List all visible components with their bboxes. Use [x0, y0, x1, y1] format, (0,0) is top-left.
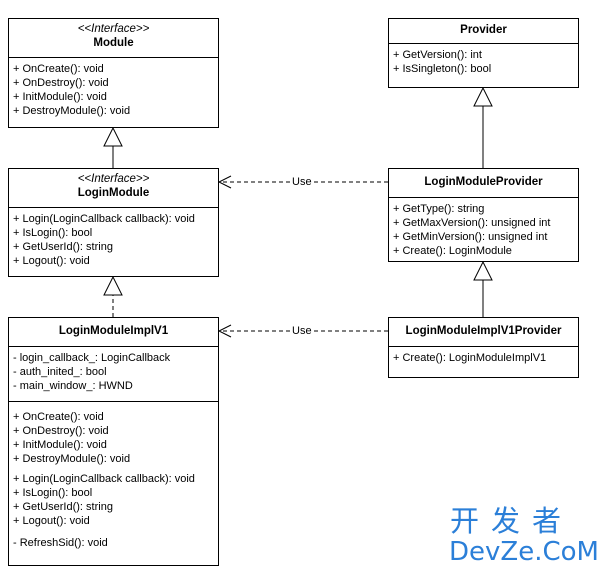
method-row: + DestroyModule(): void: [13, 453, 131, 465]
field-row: - login_callback_: LoginCallback: [13, 352, 171, 364]
member-section: + GetVersion(): int + IsSingleton(): boo…: [389, 43, 578, 79]
class-name: LoginModuleImplV1Provider: [405, 325, 562, 337]
method-row: + Login(LoginCallback callback): void: [13, 473, 195, 485]
class-header: <<Interface>> LoginModule: [9, 169, 218, 207]
method-row: + GetUserId(): string: [13, 501, 113, 513]
member-row: + Logout(): void: [13, 255, 90, 267]
member-row: + Create(): LoginModule: [393, 245, 512, 257]
member-row: + InitModule(): void: [13, 91, 107, 103]
class-module[interactable]: <<Interface>> Module + OnCreate(): void …: [8, 18, 219, 128]
edge-label-use-top: Use: [290, 176, 314, 189]
class-name: Module: [93, 37, 134, 49]
arrow-head-use-top: [217, 175, 232, 189]
class-name: LoginModuleImplV1: [58, 325, 169, 337]
member-row: + OnDestroy(): void: [13, 77, 109, 89]
stereotype-label: <<Interface>>: [77, 23, 150, 35]
member-row: + GetType(): string: [393, 203, 485, 215]
arrow-head-use-bottom: [217, 324, 232, 338]
class-header: Provider: [389, 19, 578, 43]
member-row: + GetUserId(): string: [13, 241, 113, 253]
member-section: + OnCreate(): void + OnDestroy(): void +…: [9, 57, 218, 121]
edge-label-use-bottom: Use: [290, 325, 314, 338]
member-section: + GetType(): string + GetMaxVersion(): u…: [389, 197, 578, 261]
class-name: Provider: [460, 24, 507, 36]
class-provider[interactable]: Provider + GetVersion(): int + IsSinglet…: [388, 18, 579, 88]
class-header: <<Interface>> Module: [9, 19, 218, 57]
member-row: + OnCreate(): void: [13, 63, 104, 75]
field-section: - login_callback_: LoginCallback - auth_…: [9, 346, 218, 401]
field-row: - main_window_: HWND: [13, 380, 133, 392]
method-row: + IsLogin(): bool: [13, 487, 93, 499]
member-row: + GetMinVersion(): unsigned int: [393, 231, 548, 243]
member-row: + IsSingleton(): bool: [393, 63, 492, 75]
method-row: + OnCreate(): void: [13, 411, 104, 423]
method-row: - RefreshSid(): void: [13, 537, 108, 549]
triangle-head-provider: [473, 86, 493, 107]
member-row: + DestroyModule(): void: [13, 105, 131, 117]
class-login-module-provider[interactable]: LoginModuleProvider + GetType(): string …: [388, 168, 579, 262]
method-section: + OnCreate(): void + OnDestroy(): void +…: [9, 401, 218, 553]
member-row: + IsLogin(): bool: [13, 227, 93, 239]
member-row: + Login(LoginCallback callback): void: [13, 213, 195, 225]
method-row: + Logout(): void: [13, 515, 90, 527]
field-row: - auth_inited_: bool: [13, 366, 107, 378]
class-login-module-impl-v1[interactable]: LoginModuleImplV1 - login_callback_: Log…: [8, 317, 219, 566]
member-row: + GetMaxVersion(): unsigned int: [393, 217, 551, 229]
member-row: + Create(): LoginModuleImplV1: [393, 352, 547, 364]
method-row: + OnDestroy(): void: [13, 425, 109, 437]
class-name: LoginModuleProvider: [424, 176, 543, 188]
triangle-head-loginmodule: [103, 275, 123, 296]
class-login-module[interactable]: <<Interface>> LoginModule + Login(LoginC…: [8, 168, 219, 277]
class-header: LoginModuleImplV1: [9, 318, 218, 346]
member-row: + GetVersion(): int: [393, 49, 482, 61]
watermark-latin: DevZe.CoM: [449, 537, 599, 567]
method-row: + InitModule(): void: [13, 439, 107, 451]
class-header: LoginModuleImplV1Provider: [389, 318, 578, 346]
class-name: LoginModule: [77, 187, 150, 199]
class-header: LoginModuleProvider: [389, 169, 578, 197]
stereotype-label: <<Interface>>: [77, 173, 150, 185]
triangle-head-lmprovider: [473, 260, 493, 281]
member-section: + Login(LoginCallback callback): void + …: [9, 207, 218, 271]
class-login-module-impl-v1-provider[interactable]: LoginModuleImplV1Provider + Create(): Lo…: [388, 317, 579, 378]
triangle-head-module: [103, 126, 123, 147]
member-section: + Create(): LoginModuleImplV1: [389, 346, 578, 368]
watermark-chinese: 开发者: [450, 506, 574, 538]
